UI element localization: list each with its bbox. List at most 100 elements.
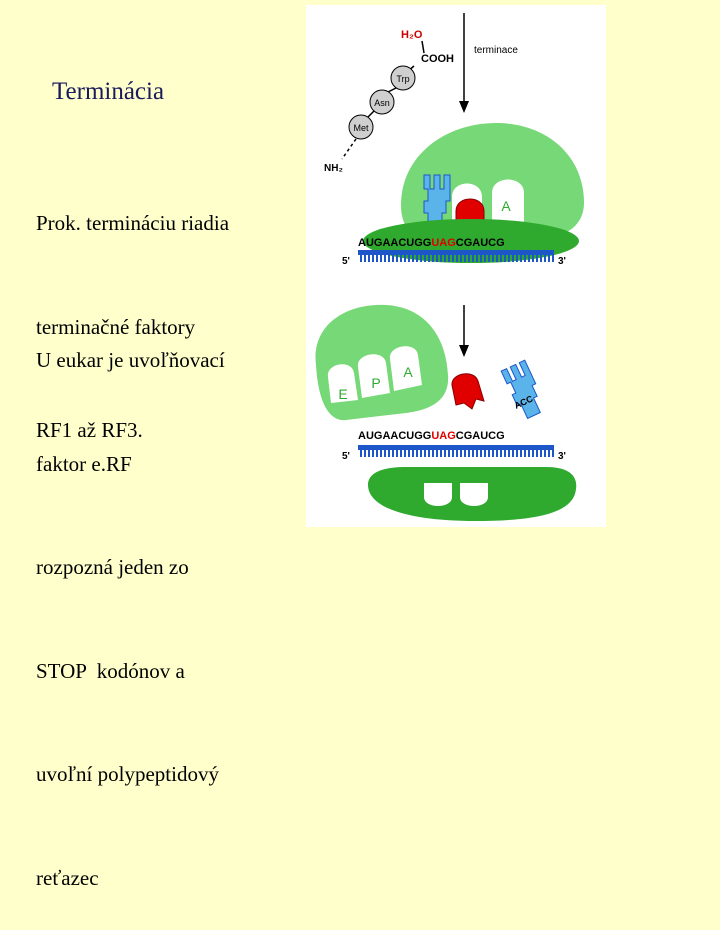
mrna-tick bbox=[488, 255, 490, 262]
mrna-tick bbox=[528, 450, 530, 457]
mrna-tick bbox=[532, 450, 534, 457]
site-a-label: A bbox=[501, 198, 511, 214]
mrna-tick bbox=[552, 255, 554, 262]
mrna-tick bbox=[536, 450, 538, 457]
mrna-tick bbox=[444, 255, 446, 262]
mrna-tick bbox=[456, 450, 458, 457]
termination-svg: H₂O COOH Trp Asn Met NH₂ terminace A bbox=[315, 13, 584, 521]
mrna-tick bbox=[540, 255, 542, 262]
mrna-tick bbox=[400, 450, 402, 457]
mrna-tick bbox=[532, 255, 534, 262]
svg-text:Trp: Trp bbox=[396, 74, 409, 84]
mrna-tick bbox=[392, 450, 394, 457]
mrna-tick bbox=[420, 450, 422, 457]
mrna-top: AUGAACUGGUAGCGAUCG bbox=[358, 237, 505, 249]
slide-title: Terminácia bbox=[52, 78, 165, 105]
mrna-backbone-bottom bbox=[358, 445, 554, 450]
mrna-tick bbox=[428, 255, 430, 262]
mrna-tick bbox=[388, 255, 390, 262]
mrna-tick bbox=[504, 450, 506, 457]
mrna-tick bbox=[540, 450, 542, 457]
mrna-tick bbox=[404, 255, 406, 262]
large-subunit-top bbox=[401, 123, 584, 237]
mrna-tick bbox=[508, 255, 510, 262]
mrna-tick bbox=[468, 255, 470, 262]
h2o-label: H₂O bbox=[401, 29, 423, 41]
mrna-tick bbox=[496, 450, 498, 457]
mrna-tick bbox=[460, 255, 462, 262]
amino-acid-asn: Asn bbox=[369, 89, 395, 115]
mrna-tick bbox=[372, 450, 374, 457]
mrna-tick bbox=[372, 255, 374, 262]
mrna-tick bbox=[468, 450, 470, 457]
mrna-tick bbox=[380, 255, 382, 262]
mrna-tick bbox=[512, 450, 514, 457]
site-slot-a bbox=[492, 179, 524, 228]
svg-text:Asn: Asn bbox=[374, 98, 390, 108]
mrna-tick bbox=[484, 255, 486, 262]
mrna-tick bbox=[524, 255, 526, 262]
mrna-tick bbox=[444, 450, 446, 457]
mrna-tick bbox=[500, 255, 502, 262]
mrna-tick bbox=[400, 255, 402, 262]
mrna-tick bbox=[516, 450, 518, 457]
mrna-tick bbox=[424, 255, 426, 262]
three-prime-bottom: 3' bbox=[558, 451, 566, 462]
cooh-label: COOH bbox=[421, 53, 454, 65]
three-prime-top: 3' bbox=[558, 256, 566, 267]
site-a-bottom-label: A bbox=[403, 364, 413, 380]
mrna-tick bbox=[488, 450, 490, 457]
site-e-label: E bbox=[338, 386, 347, 402]
mrna-tick bbox=[464, 450, 466, 457]
mrna-tick bbox=[376, 255, 378, 262]
h2o-bond bbox=[421, 40, 425, 54]
mrna-tick bbox=[496, 255, 498, 262]
mrna-tick bbox=[408, 450, 410, 457]
mrna-tick bbox=[536, 255, 538, 262]
mrna-ticks-top bbox=[360, 255, 554, 262]
termination-diagram: H₂O COOH Trp Asn Met NH₂ terminace A bbox=[306, 5, 606, 527]
mrna-tick bbox=[368, 255, 370, 262]
mrna-tick bbox=[436, 255, 438, 262]
amino-acid-met: Met bbox=[348, 114, 374, 140]
text-line: faktor e.RF bbox=[36, 451, 132, 476]
mrna-tick bbox=[384, 255, 386, 262]
mrna-tick bbox=[460, 450, 462, 457]
text-eukaryote: U eukar je uvoľňovací faktor e.RF rozpoz… bbox=[36, 274, 225, 930]
mrna-tick bbox=[364, 255, 366, 262]
mrna-tick bbox=[436, 450, 438, 457]
mrna-tick bbox=[492, 450, 494, 457]
mrna-tick bbox=[384, 450, 386, 457]
site-slot-p bbox=[357, 354, 390, 398]
mrna-tick bbox=[500, 450, 502, 457]
mrna-tick bbox=[388, 450, 390, 457]
mrna-tick bbox=[376, 450, 378, 457]
svg-text:Met: Met bbox=[353, 123, 369, 133]
text-line: U eukar je uvoľňovací bbox=[36, 348, 225, 372]
mrna-tick bbox=[428, 450, 430, 457]
nh2-label: NH₂ bbox=[324, 163, 343, 174]
small-site-slot bbox=[460, 483, 488, 506]
site-slot-e bbox=[327, 364, 358, 403]
small-site-slot bbox=[424, 483, 452, 506]
mrna-tick bbox=[504, 255, 506, 262]
mrna-tick bbox=[512, 255, 514, 262]
mrna-tick bbox=[440, 450, 442, 457]
mrna-tick bbox=[528, 255, 530, 262]
release-factor-bottom bbox=[451, 373, 485, 410]
mrna-tick bbox=[508, 450, 510, 457]
mrna-tick bbox=[452, 255, 454, 262]
mrna-tick bbox=[396, 450, 398, 457]
mrna-tick bbox=[424, 450, 426, 457]
mrna-tick bbox=[484, 450, 486, 457]
five-prime-top: 5' bbox=[342, 256, 350, 267]
mrna-tick bbox=[448, 255, 450, 262]
mrna-tick bbox=[368, 450, 370, 457]
text-line: Prok. termináciu riadia bbox=[36, 211, 230, 235]
text-line: STOP kodónov a bbox=[36, 658, 185, 683]
mrna-tick bbox=[360, 255, 362, 262]
mrna-ticks-bottom bbox=[360, 450, 554, 457]
mrna-tick bbox=[472, 255, 474, 262]
mrna-tick bbox=[432, 255, 434, 262]
mrna-tick bbox=[548, 450, 550, 457]
